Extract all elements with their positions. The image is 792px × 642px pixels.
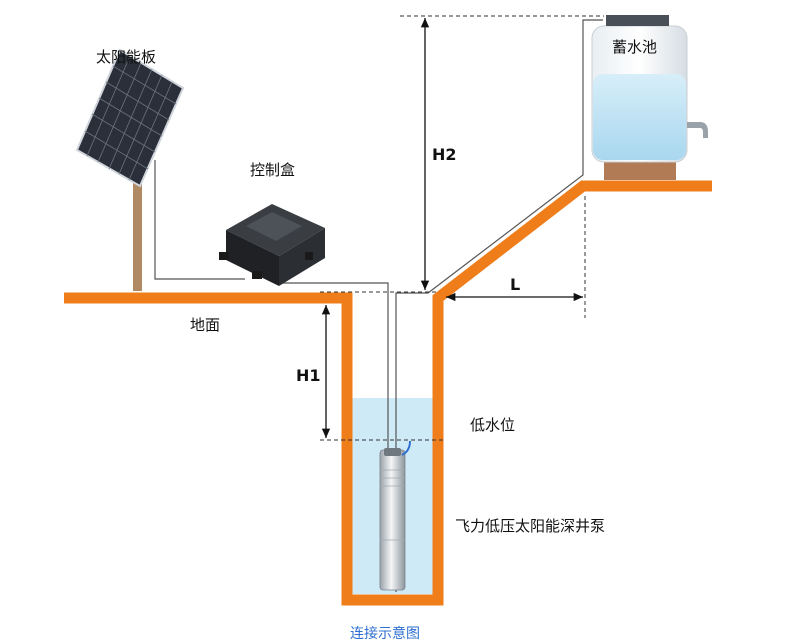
solar-panel-label: 太阳能板 [96, 48, 156, 66]
panel-face [75, 48, 185, 188]
ground-profile [64, 180, 712, 606]
water-tank-label: 蓄水池 [612, 38, 657, 56]
caption: 连接示意图 [350, 625, 420, 642]
solar-panel [75, 48, 185, 291]
l-label: L [510, 275, 520, 294]
tank-water [593, 74, 686, 160]
control-box-label: 控制盒 [250, 161, 295, 179]
ground-label: 地面 [190, 316, 220, 334]
h2-label: H2 [432, 145, 457, 164]
deep-well-pump [379, 440, 411, 591]
reference-lines [320, 15, 604, 441]
panel-post [133, 150, 142, 291]
pump-label: 飞力低压太阳能深井泵 [455, 517, 605, 535]
h1-label: H1 [296, 366, 321, 385]
control-box [219, 204, 325, 286]
tank-faucet [687, 122, 708, 138]
low-water-level-label: 低水位 [470, 416, 515, 434]
tank-base [604, 158, 676, 180]
tank-lid [606, 15, 669, 26]
water-tank [591, 15, 708, 180]
